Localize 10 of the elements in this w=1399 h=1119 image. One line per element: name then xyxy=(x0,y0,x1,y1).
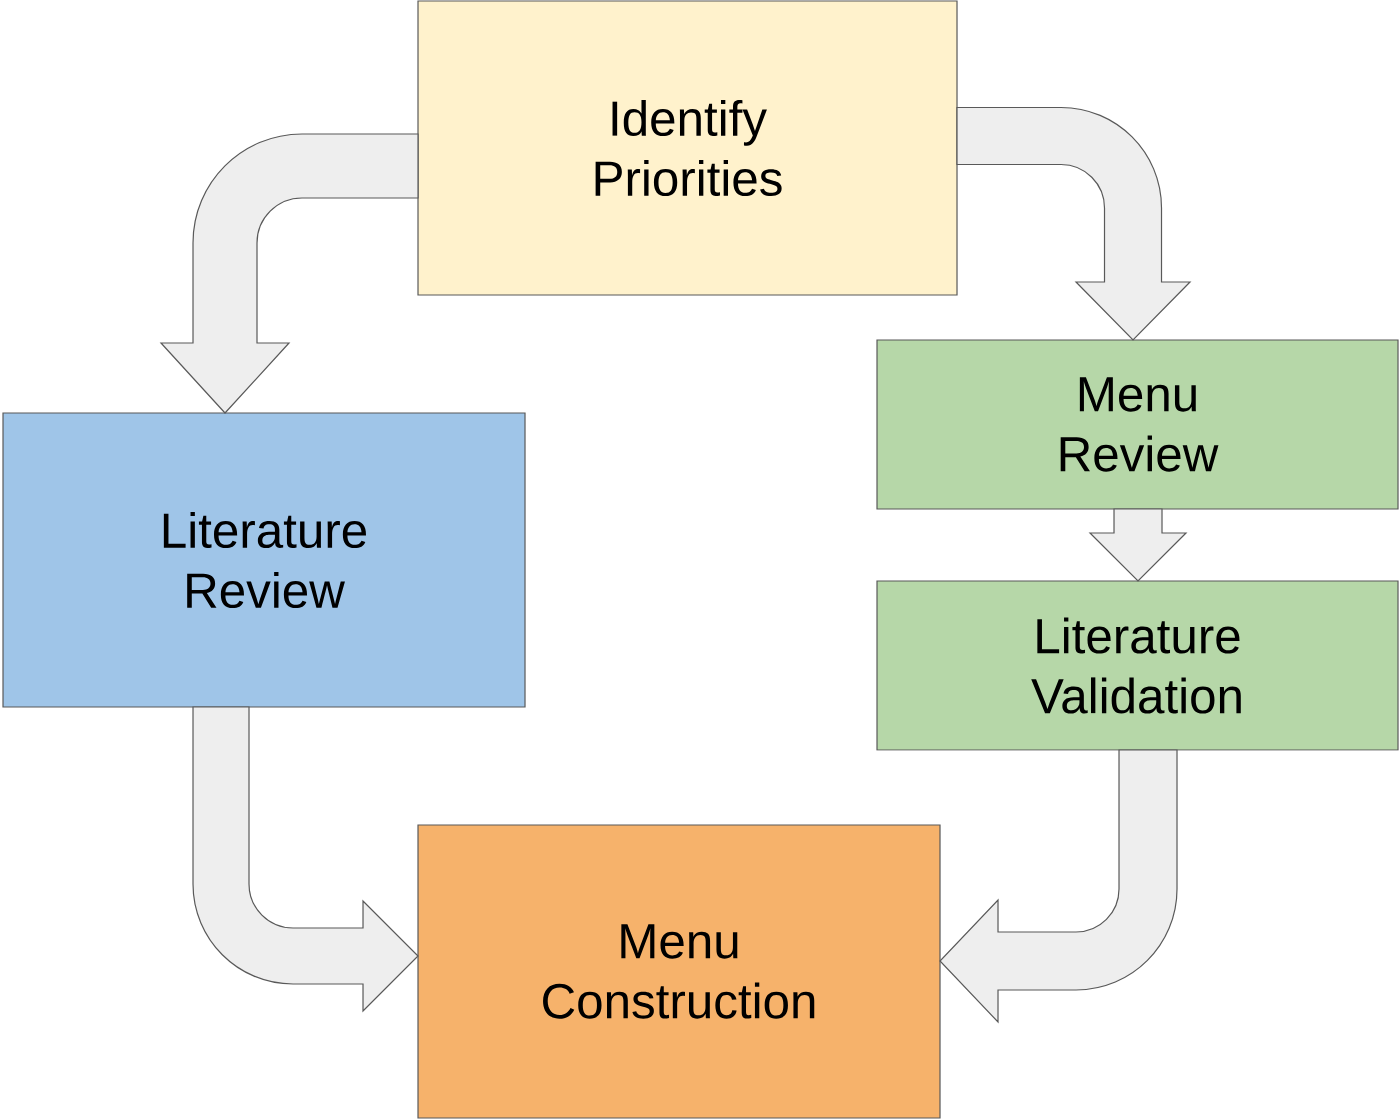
block-arrow xyxy=(160,133,419,414)
process-box: Literature Validation xyxy=(876,580,1399,751)
process-box: Menu Review xyxy=(876,339,1399,510)
process-box: Menu Construction xyxy=(417,824,941,1119)
block-arrow xyxy=(939,749,1178,1023)
process-box: Identify Priorities xyxy=(417,0,958,296)
block-arrow xyxy=(1088,508,1188,582)
process-box: Literature Review xyxy=(2,412,526,708)
block-arrow xyxy=(956,106,1191,341)
block-arrow xyxy=(192,706,419,1012)
